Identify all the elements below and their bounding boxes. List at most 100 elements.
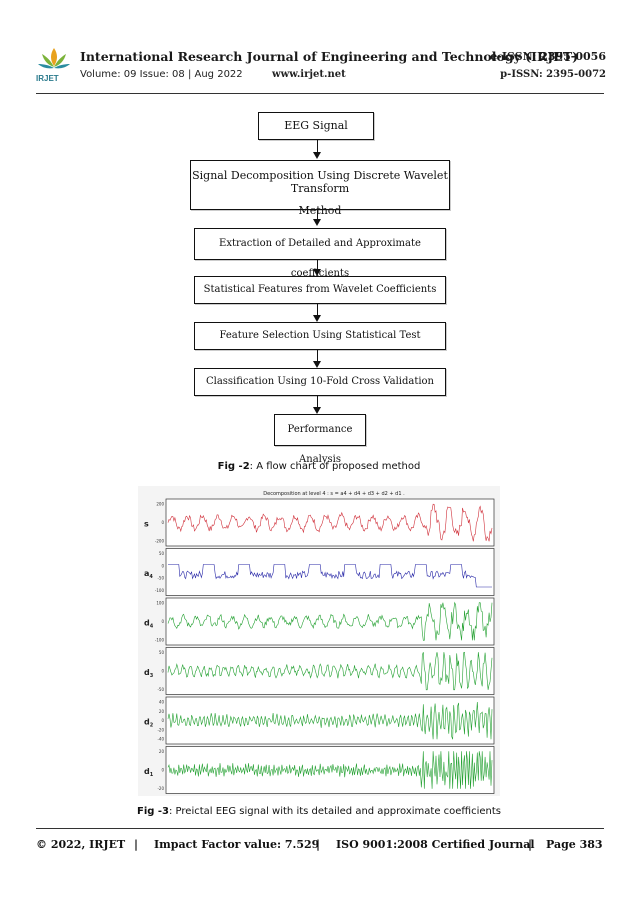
x-tick-label: 500 xyxy=(318,796,326,797)
flow-step-label: Classification Using 10-Fold Cross Valid… xyxy=(205,376,435,387)
flow-arrowhead xyxy=(313,407,321,414)
subplot-waveform xyxy=(168,564,492,588)
subplot-label: a4 xyxy=(144,569,153,580)
footer-impact-factor: Impact Factor value: 7.529 xyxy=(154,838,320,851)
flow-step-performance-analysis: Performance Analysis xyxy=(274,414,366,465)
fig2-text: : A flow chart of proposed method xyxy=(249,461,421,472)
flow-step-classification: Classification Using 10-Fold Cross Valid… xyxy=(194,368,446,396)
subplot-waveform xyxy=(167,751,493,789)
subplot-frame xyxy=(165,597,495,646)
footer-iso: ISO 9001:2008 Certified Journal xyxy=(336,838,535,851)
flow-step-extraction: Extraction of Detailed and Approximate c… xyxy=(194,228,446,279)
irjet-logo xyxy=(38,48,70,69)
flow-step-label: Statistical Features from Wavelet Coeffi… xyxy=(203,284,437,295)
fig2-caption: Fig -2: A flow chart of proposed method xyxy=(0,461,638,472)
volume-issue: Volume: 09 Issue: 08 | Aug 2022 xyxy=(80,69,243,80)
y-tick-label: 0 xyxy=(161,768,164,773)
subplot-waveform xyxy=(167,651,493,691)
y-tick-label: -20 xyxy=(157,727,164,732)
footer-separator: | xyxy=(134,838,139,851)
flowchart-figure: EEG Signal Signal Decomposition Using Di… xyxy=(184,104,454,465)
subplot-label-subscript: 3 xyxy=(150,673,154,679)
subplot-label: d4 xyxy=(144,619,154,630)
y-tick-label: 20 xyxy=(159,749,165,754)
x-tick-label: 800 xyxy=(412,796,420,797)
flow-arrowhead xyxy=(313,315,321,322)
y-tick-label: 0 xyxy=(161,520,164,525)
journal-website[interactable]: www.irjet.net xyxy=(272,69,346,80)
y-tick-label: -200 xyxy=(155,539,165,544)
footer-divider xyxy=(36,828,604,829)
x-tick-label: 300 xyxy=(256,796,264,797)
subplot-waveform xyxy=(167,601,493,641)
subplot-frame xyxy=(165,548,495,596)
e-issn: e-ISSN: 2395-0056 xyxy=(490,50,606,63)
fig3-caption: Fig -3: Preictal EEG signal with its det… xyxy=(0,806,638,817)
flow-step-eeg-signal: EEG Signal xyxy=(258,112,374,140)
subplot-label-subscript: 4 xyxy=(150,624,154,630)
y-tick-label: 40 xyxy=(159,700,165,705)
y-tick-label: -20 xyxy=(157,786,164,791)
flow-arrow xyxy=(317,303,318,317)
fig2-label: Fig -2 xyxy=(217,461,250,472)
subplot-label: s xyxy=(144,520,149,529)
subplot-label: d3 xyxy=(144,668,154,679)
fig3-text: : Preictal EEG signal with its detailed … xyxy=(169,806,501,817)
y-tick-label: 0 xyxy=(161,563,164,568)
flow-arrow xyxy=(317,259,318,271)
y-tick-label: 100 xyxy=(156,601,164,606)
y-tick-label: 20 xyxy=(159,709,165,714)
p-issn: p-ISSN: 2395-0072 xyxy=(500,69,606,80)
flow-step-label: Method xyxy=(298,204,342,217)
x-tick-label: 600 xyxy=(350,796,358,797)
y-tick-label: -50 xyxy=(157,687,164,692)
flow-step-label: EEG Signal xyxy=(284,119,348,132)
flow-step-feature-selection: Feature Selection Using Statistical Test xyxy=(194,322,446,350)
flow-arrowhead xyxy=(313,152,321,159)
footer-page-number: Page 383 xyxy=(546,838,603,851)
y-tick-label: 0 xyxy=(161,619,164,624)
subplot-frame xyxy=(165,647,495,695)
y-tick-label: -100 xyxy=(155,638,165,643)
y-tick-label: 0 xyxy=(161,718,164,723)
flow-step-statistical-features: Statistical Features from Wavelet Coeffi… xyxy=(194,276,446,304)
footer-separator: | xyxy=(528,838,533,851)
x-tick-label: 700 xyxy=(381,796,389,797)
y-tick-label: 50 xyxy=(159,650,165,655)
logo-text: IRJET xyxy=(36,74,59,83)
x-tick-label: 400 xyxy=(287,796,295,797)
journal-title: International Research Journal of Engine… xyxy=(80,49,579,64)
flow-step-label: Signal Decomposition Using Discrete Wave… xyxy=(192,169,448,195)
journal-header: IRJET International Research Journal of … xyxy=(36,44,606,92)
x-tick-label: 200 xyxy=(225,796,233,797)
subplot-label-subscript: 1 xyxy=(150,772,154,778)
y-tick-label: -50 xyxy=(157,576,164,581)
subplot-waveform xyxy=(167,701,493,740)
x-tick-label: 100 xyxy=(193,796,201,797)
subplot-label: d1 xyxy=(144,767,154,778)
flow-step-label: Feature Selection Using Statistical Test xyxy=(219,330,421,341)
x-tick-label: 900 xyxy=(443,796,451,797)
flow-arrowhead xyxy=(313,361,321,368)
y-tick-label: 0 xyxy=(161,669,164,674)
subplot-label: d2 xyxy=(144,718,154,729)
flow-arrowhead xyxy=(313,219,321,226)
flow-arrow xyxy=(317,349,318,363)
fig3-label: Fig -3 xyxy=(136,806,169,817)
y-tick-label: 200 xyxy=(156,502,164,507)
footer-separator: | xyxy=(316,838,321,851)
flow-arrow xyxy=(317,139,318,153)
flow-arrow xyxy=(317,209,318,221)
flow-step-label: Performance Analysis xyxy=(287,424,353,465)
plot-title: Decomposition at level 4 : s = a4 + d4 +… xyxy=(263,491,405,497)
y-tick-label: -40 xyxy=(157,737,164,742)
wavelet-decomposition-plot: Decomposition at level 4 : s = a4 + d4 +… xyxy=(138,486,500,796)
footer-copyright: © 2022, IRJET xyxy=(36,838,126,851)
flow-arrow xyxy=(317,395,318,409)
flow-step-decomposition: Signal Decomposition Using Discrete Wave… xyxy=(190,160,450,217)
subplot-waveform xyxy=(167,503,493,542)
subplot-label-subscript: 2 xyxy=(150,723,154,729)
flow-arrowhead xyxy=(313,269,321,276)
y-tick-label: 50 xyxy=(159,551,165,556)
